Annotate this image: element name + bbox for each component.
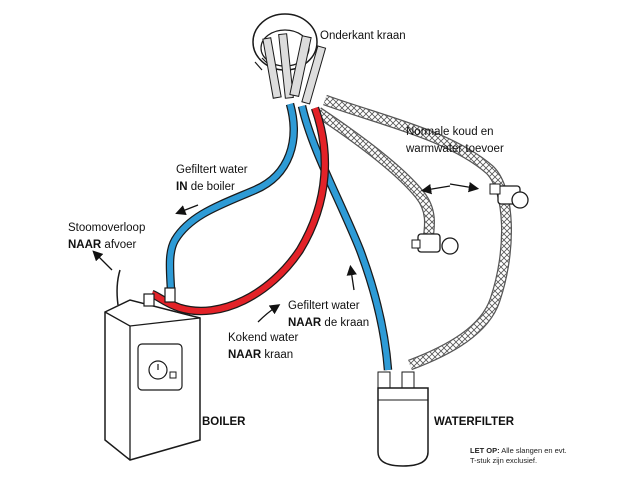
label-kokend-bold: NAAR: [228, 349, 262, 361]
label-stoom-bold: NAAR: [68, 239, 102, 251]
note-let-op-bold: LET OP:: [470, 446, 500, 455]
note-let-op-line1: LET OP: Alle slangen en evt.: [470, 446, 567, 456]
label-gefiltert-in-boiler: Gefiltert water IN de boiler: [176, 162, 248, 196]
label-kokend-rest: kraan: [261, 349, 294, 361]
arrow-steam-overflow: [92, 250, 113, 271]
angle-valve-left: [411, 233, 459, 255]
boiler-unit: [104, 287, 201, 461]
arrow-filtered-to-faucet: [346, 264, 357, 291]
note-let-op-rest: Alle slangen en evt.: [499, 446, 567, 455]
label-gefiltert-in-line2: IN de boiler: [176, 179, 248, 196]
red-hose-boiling-fill: [150, 106, 328, 314]
label-stoomoverloop: Stoomoverloop NAAR afvoer: [68, 220, 145, 254]
label-kokend-line1: Kokend water: [228, 332, 299, 344]
label-gefiltert-naar-rest: de kraan: [321, 317, 370, 329]
note-let-op-line2: T-stuk zijn exclusief.: [470, 456, 538, 465]
arrow-filtered-in: [175, 204, 199, 215]
angle-valve-right: [489, 183, 529, 209]
red-hose-boiling: [150, 106, 330, 316]
waterfilter-unit: [377, 371, 429, 467]
arrow-supply-left: [420, 184, 451, 195]
label-gefiltert-naar-line2: NAAR de kraan: [288, 315, 369, 332]
label-kokend-water: Kokend water NAAR kraan: [228, 330, 298, 364]
label-waterfilter: WATERFILTER: [434, 416, 515, 428]
faucet-underside: [252, 13, 327, 105]
label-gefiltert-in-line1: Gefiltert water: [176, 164, 248, 176]
label-gefiltert-naar-line1: Gefiltert water: [288, 300, 360, 312]
label-gefiltert-in-bold: IN: [176, 181, 188, 193]
label-stoom-rest: afvoer: [101, 239, 137, 251]
arrow-boiling-water: [257, 304, 281, 323]
arrow-supply-right: [449, 182, 480, 193]
blue-hose-to-boiler-fill: [166, 103, 297, 291]
label-normale-line1: Normale koud en: [406, 126, 494, 138]
label-normale-line2: warmwater toevoer: [406, 143, 504, 155]
label-boiler: BOILER: [202, 416, 246, 428]
label-stoom-line1: Stoomoverloop: [68, 222, 146, 234]
label-gefiltert-in-rest: de boiler: [187, 181, 235, 193]
label-normale-toevoer: Normale koud en warmwater toevoer: [406, 124, 504, 158]
label-stoom-line2: NAAR afvoer: [68, 237, 145, 254]
blue-hose-to-faucet-fill: [299, 105, 391, 371]
braided-supply-hoses: [314, 94, 512, 371]
note-let-op: LET OP: Alle slangen en evt. T-stuk zijn…: [470, 446, 567, 466]
label-onderkant-kraan: Onderkant kraan: [320, 30, 406, 42]
label-kokend-line2: NAAR kraan: [228, 347, 298, 364]
label-gefiltert-naar-kraan: Gefiltert water NAAR de kraan: [288, 298, 369, 332]
steam-overflow-tube: [116, 269, 121, 306]
label-gefiltert-naar-bold: NAAR: [288, 317, 322, 329]
